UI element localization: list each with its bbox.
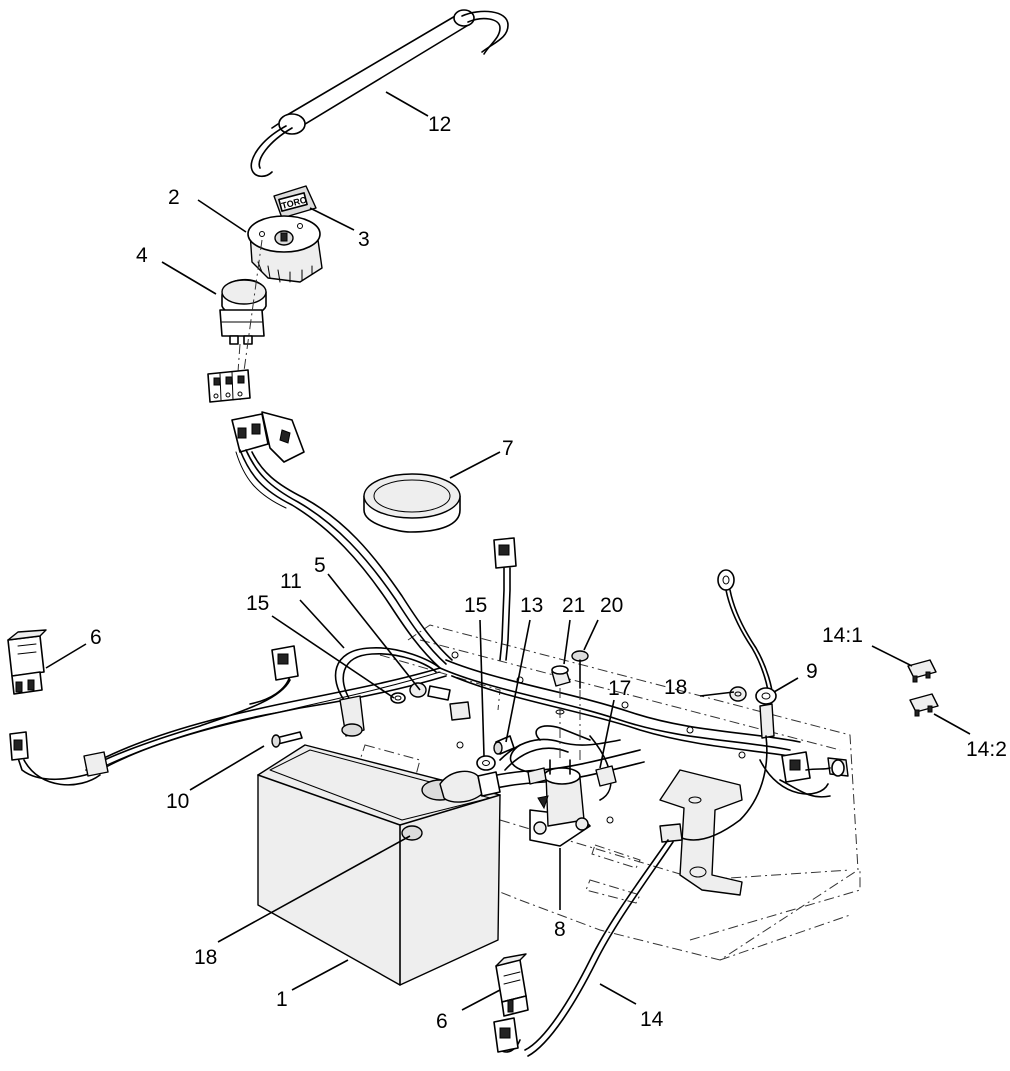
nut-right: [729, 686, 747, 702]
callout-14-1: 14:1: [822, 624, 863, 647]
harness-clip-left: [449, 701, 471, 721]
mounting-bracket: [659, 769, 743, 896]
battery-cable-loop: [334, 647, 441, 737]
callout-8: 8: [554, 918, 566, 941]
small-bolt: [493, 735, 515, 755]
harness-clip-far-left: [83, 751, 109, 777]
callout-5: 5: [314, 554, 326, 577]
callout-6-bottom: 6: [436, 1010, 448, 1033]
solenoid-wiring: [499, 725, 621, 801]
main-wire-harness: [17, 449, 801, 786]
connector-left-harness: [271, 645, 299, 681]
rubber-grommet: [363, 473, 461, 533]
relay-bottom: [495, 953, 529, 1017]
callout-9: 9: [806, 660, 818, 683]
callout-15-left: 15: [246, 592, 269, 615]
terminal-bolt: [271, 731, 303, 748]
pto-switch: [219, 278, 267, 345]
nut-and-screw: [551, 650, 589, 760]
harness-clip: [659, 823, 683, 843]
relay-left: [7, 629, 47, 695]
fuse-1: [907, 659, 937, 683]
connector-far-left: [9, 731, 29, 761]
callout-18-right: 18: [664, 676, 687, 699]
leader-lines: [45, 91, 971, 1011]
ignition-key: TORO: [273, 185, 317, 233]
washer-bolt-group-left: [390, 682, 451, 704]
callout-20: 20: [600, 594, 623, 617]
fuse-2: [909, 693, 939, 717]
connector-bottom: [493, 1017, 519, 1053]
callout-14: 14: [640, 1008, 664, 1031]
harness-top-connectors: [207, 369, 305, 463]
callout-2: 2: [168, 186, 180, 209]
callout-12: 12: [428, 113, 451, 136]
hold-down-rod: [250, 9, 509, 178]
callout-11: 11: [280, 570, 302, 593]
callout-6-top: 6: [90, 626, 102, 649]
washer-middle: [476, 755, 496, 771]
callout-18-battery: 18: [194, 946, 217, 969]
alignment-centerline-2: [237, 343, 241, 373]
callout-13: 13: [520, 594, 543, 617]
callout-14-2: 14:2: [966, 738, 1007, 761]
callout-1: 1: [276, 988, 288, 1011]
callout-15-middle: 15: [464, 594, 487, 617]
callout-17: 17: [608, 677, 631, 700]
callout-labels: 12 2 3 4 7 5 11 15 6 10 18 1 15 13 21 20…: [90, 113, 1007, 1033]
harness-right-connector: [759, 751, 849, 798]
harness-middle-connector: [493, 537, 517, 661]
starter-solenoid: [529, 759, 591, 847]
battery: [257, 744, 501, 986]
positive-battery-cable: [439, 749, 645, 803]
ignition-switch: [247, 215, 323, 283]
callout-10: 10: [166, 790, 189, 813]
callout-3: 3: [358, 228, 370, 251]
callout-7: 7: [502, 437, 514, 460]
callout-4: 4: [136, 244, 148, 267]
callout-21: 21: [562, 594, 585, 617]
